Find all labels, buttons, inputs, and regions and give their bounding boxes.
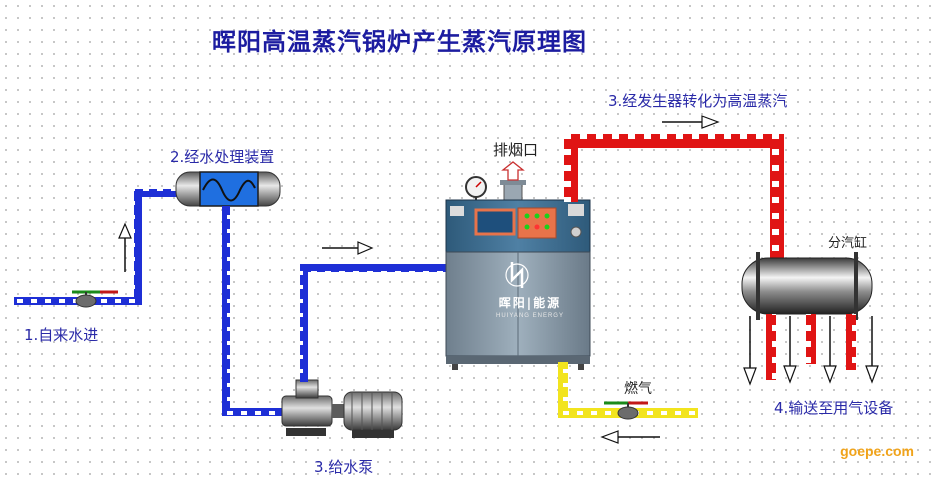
flow-right-arrow-water [322,241,374,255]
label-water-treatment: 2.经水处理装置 [170,148,275,166]
label-water-inlet: 1.自来水进 [24,326,99,344]
exhaust-up-arrow [501,161,525,181]
steam-generator [445,176,591,370]
flow-up-arrow [118,222,132,272]
treatment-to-pump-pipe [222,206,288,416]
water-inlet-pipe [14,189,184,305]
label-exhaust: 排烟口 [493,141,539,159]
feed-pump [281,379,403,438]
label-steam-generator: 3.经发生器转化为高温蒸汽 [608,92,788,110]
label-steam-header: 分汽缸 [828,236,868,251]
label-feed-pump: 3.给水泵 [314,458,374,476]
label-user-equipment: 4.输送至用气设备 [774,399,894,417]
pump-to-boiler-pipe [300,264,446,382]
water-treatment-unit [175,171,281,207]
label-fuel: 燃气 [624,381,652,397]
outlet-down-arrows [743,316,879,386]
flow-left-arrow-fuel [600,430,660,444]
steam-header [741,252,873,320]
inlet-valve[interactable] [72,290,118,308]
header-outlet-pipes [766,314,856,380]
flow-right-arrow-steam [662,115,720,129]
diagram-title: 晖阳高温蒸汽锅炉产生蒸汽原理图 [212,28,587,56]
steam-pipe [564,134,784,266]
boiler-brand-cn: 晖阳|能源 [498,296,562,310]
boiler-brand-en: HUIYANG ENERGY [496,313,564,319]
watermark: goepe.com [840,443,914,459]
fuel-valve[interactable] [604,401,648,420]
